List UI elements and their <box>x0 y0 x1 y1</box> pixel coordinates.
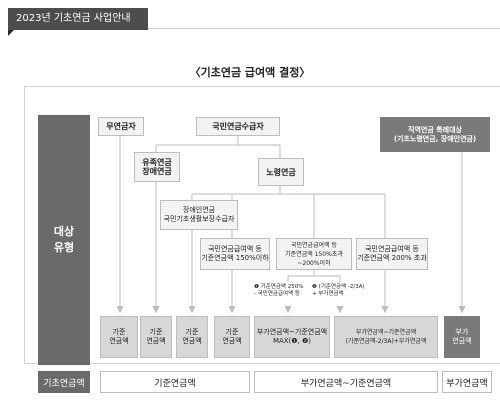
node-pension-recipient: 국민연금수급자 <box>196 117 280 136</box>
bottom-additional-range: 부가연금액~기준연금액 <box>254 371 438 393</box>
basic-pension-label: 기초연금액 <box>38 371 90 393</box>
result-additional-formula: 부가연금액~기준연금액 (기준연금액-2/3A)+부가연금액 <box>334 316 438 358</box>
target-type-label: 대상 유형 <box>38 115 90 365</box>
node-no-pension: 무연금자 <box>98 117 144 136</box>
note-formula-1: ❶ 기준연금액 250% - 국민연금급여액 등 <box>254 284 304 297</box>
node-pay-150-200: 국민연금급여액 등 기준연금액 150%초과~200%이하 <box>276 238 352 270</box>
node-survivor-disability: 유족연금 장애연금 <box>134 152 180 182</box>
section-tag-tail <box>8 30 14 36</box>
node-pay-150: 국민연금급여액 등 기준연금액 150%이하 <box>200 238 270 270</box>
result-additional-max: 부가연금액~기준연금액 MAX(❶, ❷) <box>254 316 330 358</box>
section-tag: 2023년 기초연금 사업안내 <box>8 8 148 30</box>
node-pay-200: 국민연금급여액 등 기준연금액 200% 초과 <box>356 238 428 270</box>
result-basic-amount-2: 기준 연금액 <box>140 316 172 358</box>
bottom-basic-amount: 기준연금액 <box>100 371 250 393</box>
node-old-age: 노령연금 <box>258 158 304 186</box>
note-formula-2: ❷ (기준연금액 -2/3A) + 부가연금액 <box>312 284 365 297</box>
diagram-title: 〈기초연금 급여액 결정〉 <box>189 66 311 79</box>
result-additional-only: 부가 연금액 <box>444 316 480 358</box>
result-basic-amount-4: 기준 연금액 <box>214 316 250 358</box>
header-divider <box>148 28 500 29</box>
bottom-additional-amount: 부가연금액 <box>442 371 492 393</box>
result-basic-amount-3: 기준 연금액 <box>176 316 208 358</box>
diagram-frame <box>24 86 500 364</box>
node-disability-welfare: 장애인연금 국민기초생활보장수급자 <box>160 200 238 230</box>
result-basic-amount-1: 기준 연금액 <box>100 316 138 358</box>
node-special-occupational: 직역연금 특례대상 (기초노령연금, 장애인연금) <box>380 117 490 152</box>
